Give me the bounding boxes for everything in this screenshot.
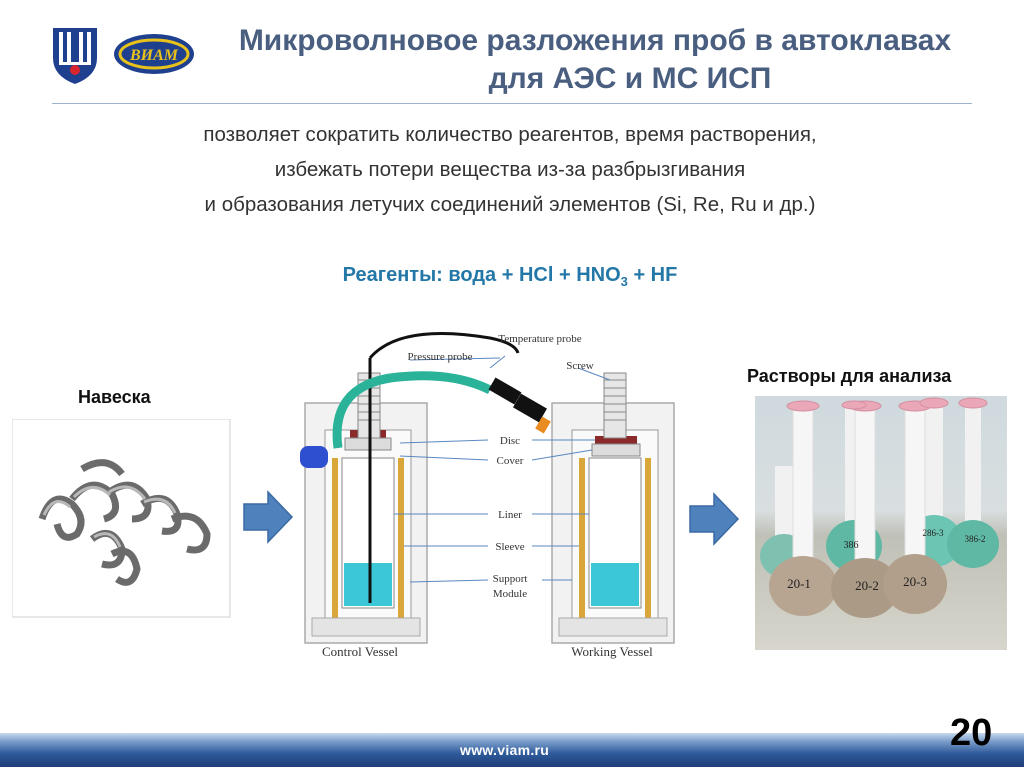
- solutions-label: Растворы для анализа: [747, 366, 952, 386]
- page-number: 20: [950, 712, 993, 754]
- footer-bar: [0, 733, 1024, 767]
- logos: ВИАМ: [53, 28, 194, 84]
- flask-label-2: 20-2: [855, 578, 879, 593]
- liner-label: Liner: [498, 509, 522, 521]
- sample-image: [12, 419, 231, 618]
- autoclave-diagram: Temperature probe Pressure probe Screw D…: [300, 332, 675, 659]
- flask-label-4: 386: [844, 540, 859, 551]
- intro-text: позволяет сократить количество реагентов…: [60, 117, 960, 222]
- arrow-right-icon: [689, 492, 740, 546]
- module-label: Module: [493, 588, 527, 600]
- disc-label: Disc: [500, 435, 520, 447]
- flask-label-5: 286-3: [923, 528, 944, 538]
- intro-line-1: позволяет сократить количество реагентов…: [203, 123, 817, 146]
- flask-label-3: 20-3: [903, 574, 927, 589]
- working-vessel: [551, 372, 675, 644]
- screw-label: Screw: [566, 360, 594, 372]
- svg-text:ВИАМ: ВИАМ: [129, 47, 179, 64]
- intro-line-2: избежать потери вещества из-за разбрызги…: [274, 158, 746, 181]
- working-vessel-label: Working Vessel: [571, 644, 653, 659]
- title-divider: [52, 103, 972, 104]
- footer-url: www.viam.ru: [460, 742, 550, 758]
- control-vessel: [300, 332, 551, 644]
- cover-label: Cover: [497, 455, 524, 467]
- support-label: Support: [493, 573, 528, 585]
- sample-label: Навеска: [78, 387, 151, 407]
- solutions-photo: 20-1 20-2 20-3 386 286-3 386-2: [755, 396, 1007, 650]
- title-line-1: Микроволновое разложения проб в автоклав…: [238, 24, 952, 57]
- viam-logo: ВИАМ: [114, 34, 194, 74]
- reagents-suffix: + HF: [627, 264, 678, 286]
- page-title: Микроволновое разложения проб в автоклав…: [180, 22, 1010, 98]
- arrow-right-icon: [243, 490, 294, 544]
- institute-emblem-logo: [53, 28, 97, 84]
- pressure-probe-label: Pressure probe: [407, 351, 472, 363]
- reagents-line: Реагенты: вода + HCl + HNO3 + HF: [230, 264, 790, 289]
- reagents-text: Реагенты: вода + HCl + HNO: [342, 264, 621, 286]
- temperature-probe-label: Temperature probe: [498, 333, 581, 345]
- reagents-subscript: 3: [620, 274, 628, 289]
- control-vessel-label: Control Vessel: [322, 644, 398, 659]
- title-line-2: для АЭС и МС ИСП: [488, 62, 772, 95]
- flask-label-1: 20-1: [787, 576, 811, 591]
- sleeve-label: Sleeve: [495, 541, 524, 553]
- flask-label-6: 386-2: [965, 534, 986, 544]
- intro-line-3: и образования летучих соединений элемент…: [204, 193, 816, 216]
